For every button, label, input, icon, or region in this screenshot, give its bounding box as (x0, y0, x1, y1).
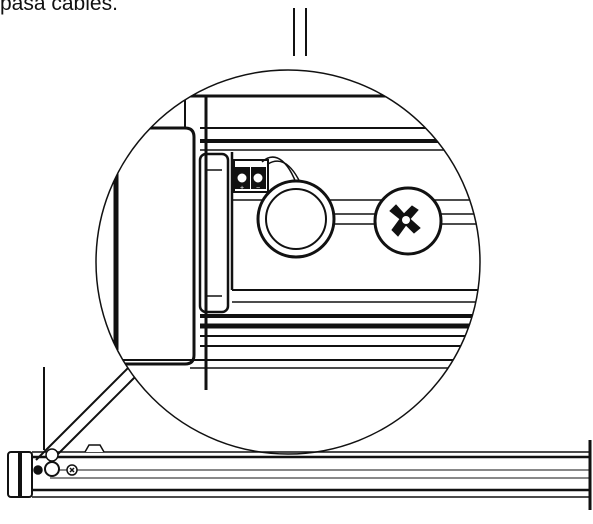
terminal-minus-label: − (256, 185, 260, 192)
callout-leader-lines (35, 8, 307, 465)
caption-text: pasa cables. (0, 0, 118, 15)
profile-rail-icon (7, 440, 592, 510)
terminal-block-icon: + − (233, 159, 269, 193)
terminal-plus-label: + (240, 185, 244, 192)
magnified-detail: + − (95, 69, 481, 455)
screw-icon (373, 186, 443, 256)
cable-grommet-icon (256, 179, 336, 259)
